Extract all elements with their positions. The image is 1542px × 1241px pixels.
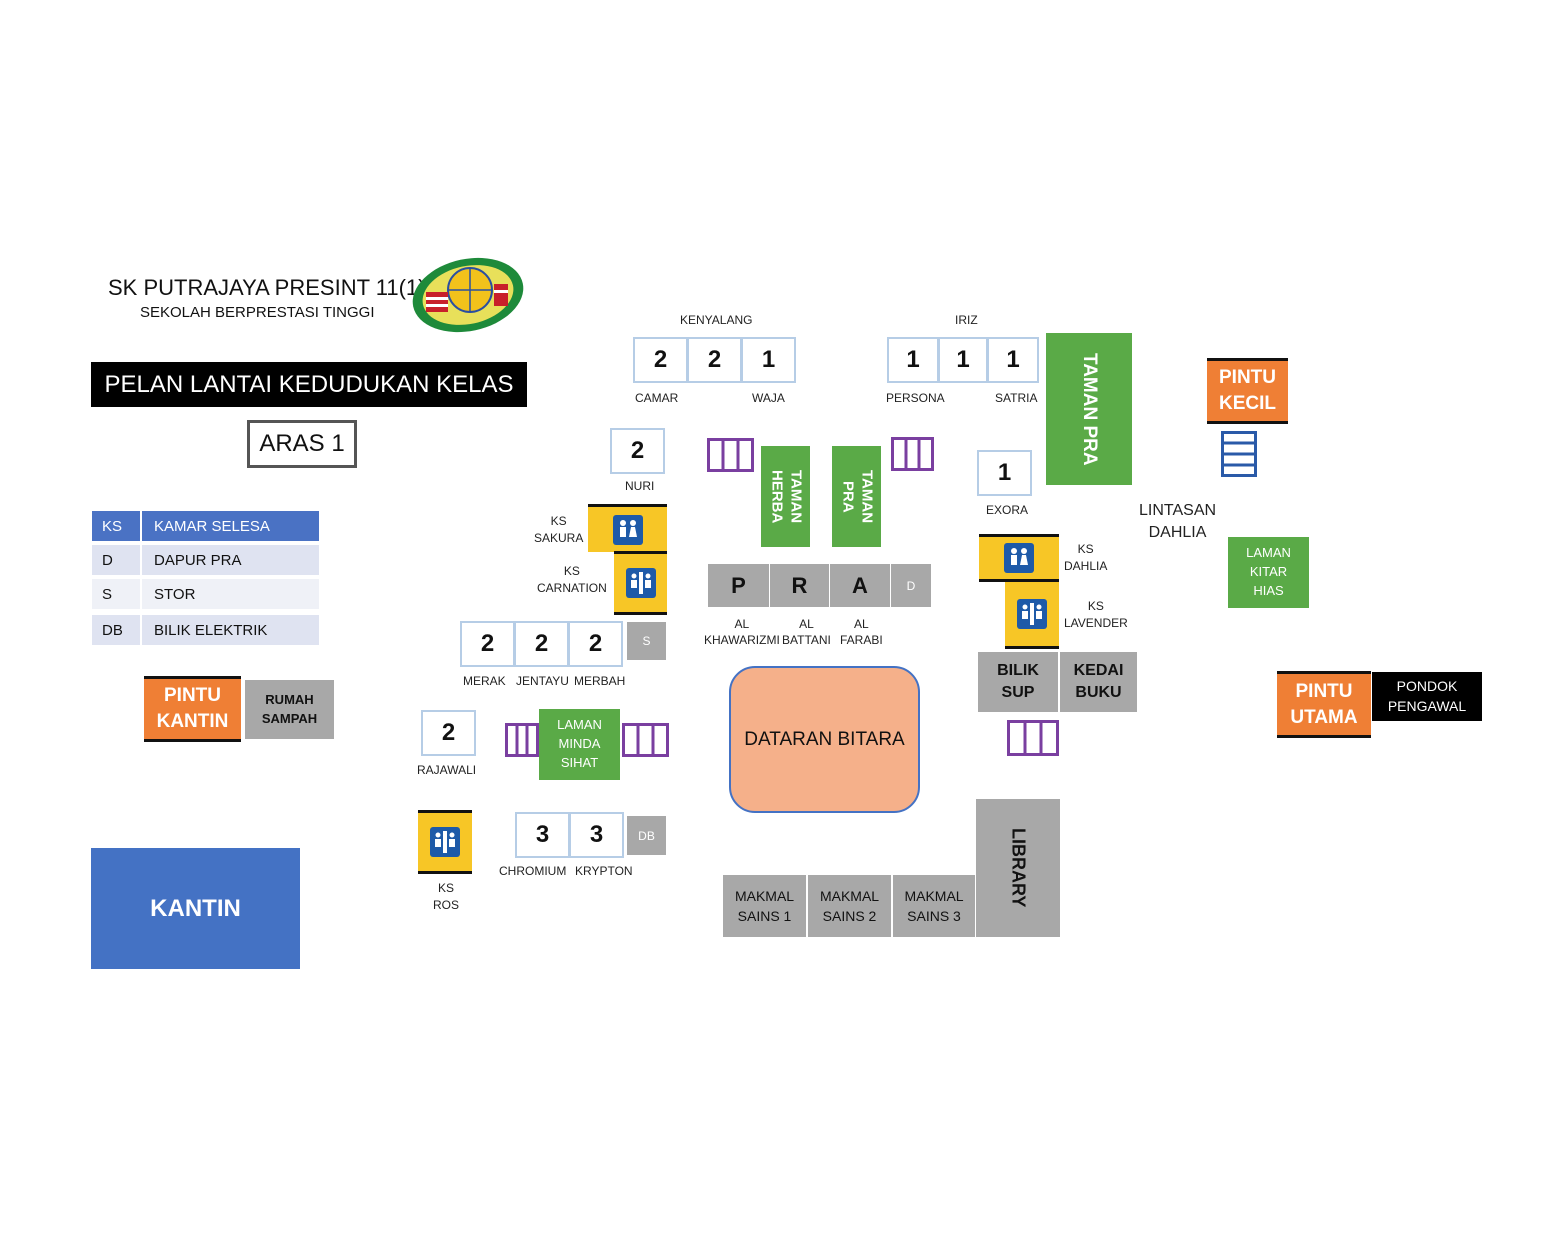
school-tagline: SEKOLAH BERPRESTASI TINGGI (140, 304, 375, 321)
toilet-ros (418, 810, 472, 874)
pra-label-khawarizmi: AL KHAWARIZMI (704, 617, 780, 648)
stairs-icon (505, 723, 539, 757)
rumah-sampah: RUMAH SAMPAH (245, 680, 334, 739)
classroom-krypton: 3 (569, 812, 624, 858)
toilet-label-ros: KS ROS (433, 881, 460, 912)
taman-pra-large-label: TAMAN PRA (1079, 352, 1100, 466)
pra-room-a: A (830, 564, 890, 607)
classroom-camar: 2 (633, 337, 688, 383)
taman-herba: TAMAN HERBA (761, 446, 810, 547)
lintasan-dahlia-label: LINTASAN DAHLIA (1139, 502, 1217, 542)
legend: KS KAMAR SELESA D DAPUR PRA S STOR DB BI… (92, 511, 319, 651)
stor-room: S (627, 622, 666, 660)
classroom-label-merbah: MERBAH (574, 674, 626, 688)
stairs-icon (707, 438, 754, 472)
pintu-utama-gate: PINTU UTAMA (1277, 671, 1371, 738)
taman-pra-small: TAMAN PRA (832, 446, 881, 547)
restroom-icon (1004, 543, 1034, 573)
taman-pra-small-label: TAMAN PRA (839, 469, 876, 524)
makmal-sains-1: MAKMAL SAINS 1 (723, 875, 806, 937)
restroom-icon (430, 827, 460, 857)
legend-row-d: D DAPUR PRA (92, 545, 319, 575)
pintu-kantin-gate: PINTU KANTIN (144, 676, 241, 742)
legend-code: KS (102, 517, 123, 535)
stairs-icon (1221, 431, 1257, 477)
classroom-chromium: 3 (515, 812, 570, 858)
school-name: SK PUTRAJAYA PRESINT 11(1) (108, 275, 426, 300)
classroom-merak: 2 (460, 621, 515, 667)
plan-title: PELAN LANTAI KEDUDUKAN KELAS (91, 362, 527, 407)
pra-room-r: R (770, 564, 829, 607)
legend-label: BILIK ELEKTRIK (140, 615, 267, 645)
classroom-label-satria: SATRIA (995, 391, 1038, 405)
classroom-jentayu: 2 (514, 621, 569, 667)
restroom-icon (625, 568, 656, 598)
library: LIBRARY (976, 799, 1060, 937)
dataran-bitara: DATARAN BITARA (729, 666, 920, 813)
db-room: DB (627, 816, 666, 855)
stairs-icon (891, 437, 934, 471)
dapur-pra: D (891, 564, 931, 607)
toilet-label-carnation: KS CARNATION (537, 564, 607, 595)
toilet-lavender (1005, 582, 1059, 649)
level-label: ARAS 1 (247, 420, 357, 468)
toilet-label-sakura: KS SAKURA (534, 514, 584, 545)
legend-row-s: S STOR (92, 579, 319, 609)
library-label: LIBRARY (1008, 828, 1029, 908)
pintu-kecil-gate: PINTU KECIL (1207, 358, 1288, 424)
pra-room-p: P (708, 564, 769, 607)
toilet-carnation (614, 551, 667, 615)
bilik-sup: BILIK SUP (978, 652, 1058, 712)
classroom-rajawali: 2 (421, 710, 476, 756)
legend-code: DB (102, 621, 123, 639)
classroom-label-waja: WAJA (752, 391, 785, 405)
classroom-label-camar: CAMAR (635, 391, 679, 405)
stairs-icon (622, 723, 669, 757)
restroom-icon (612, 514, 643, 545)
legend-label: STOR (140, 579, 195, 609)
classroom-label-jentayu: JENTAYU (516, 674, 569, 688)
laman-kitar-hias: LAMAN KITAR HIAS (1228, 537, 1309, 608)
taman-pra-large: TAMAN PRA (1046, 333, 1132, 485)
makmal-sains-2: MAKMAL SAINS 2 (808, 875, 891, 937)
laman-minda-sihat: LAMAN MINDA SIHAT (539, 709, 620, 780)
classroom-label-chromium: CHROMIUM (499, 864, 567, 878)
stairs-icon (1007, 720, 1059, 756)
school-crest-logo (412, 257, 524, 333)
legend-code: S (102, 585, 113, 603)
kedai-buku: KEDAI BUKU (1060, 652, 1137, 712)
classroom-waja: 1 (741, 337, 796, 383)
classroom-label-exora: EXORA (986, 503, 1029, 517)
block-label-iriz: IRIZ (955, 313, 978, 327)
kantin: KANTIN (91, 848, 300, 969)
classroom-kenyalang: 2 (687, 337, 742, 383)
taman-herba-label: TAMAN HERBA (768, 469, 805, 524)
makmal-sains-3: MAKMAL SAINS 3 (893, 875, 975, 937)
toilet-label-lavender: KS LAVENDER (1064, 599, 1128, 630)
classroom-persona: 1 (887, 337, 939, 383)
classroom-merbah: 2 (568, 621, 623, 667)
classroom-exora: 1 (977, 450, 1032, 496)
legend-code: D (102, 551, 113, 569)
legend-label: KAMAR SELESA (140, 511, 270, 541)
pondok-pengawal: PONDOK PENGAWAL (1372, 672, 1482, 721)
classroom-label-krypton: KRYPTON (575, 864, 633, 878)
restroom-icon (1017, 599, 1047, 629)
classroom-satria: 1 (987, 337, 1039, 383)
toilet-sakura (588, 504, 667, 552)
classroom-nuri: 2 (610, 428, 665, 474)
legend-row-ks: KS KAMAR SELESA (92, 511, 319, 541)
legend-row-db: DB BILIK ELEKTRIK (92, 615, 319, 645)
classroom-label-persona: PERSONA (886, 391, 945, 405)
pra-label-farabi: AL FARABI (840, 617, 883, 648)
block-label-kenyalang: KENYALANG (680, 313, 753, 327)
pra-label-battani: AL BATTANI (782, 617, 831, 648)
legend-label: DAPUR PRA (140, 545, 242, 575)
classroom-label-rajawali: RAJAWALI (417, 763, 477, 777)
classroom-label-merak: MERAK (463, 674, 506, 688)
toilet-dahlia (979, 534, 1059, 582)
toilet-label-dahlia: KS DAHLIA (1064, 542, 1108, 573)
classroom-iriz: 1 (938, 337, 988, 383)
classroom-label-nuri: NURI (625, 479, 655, 493)
